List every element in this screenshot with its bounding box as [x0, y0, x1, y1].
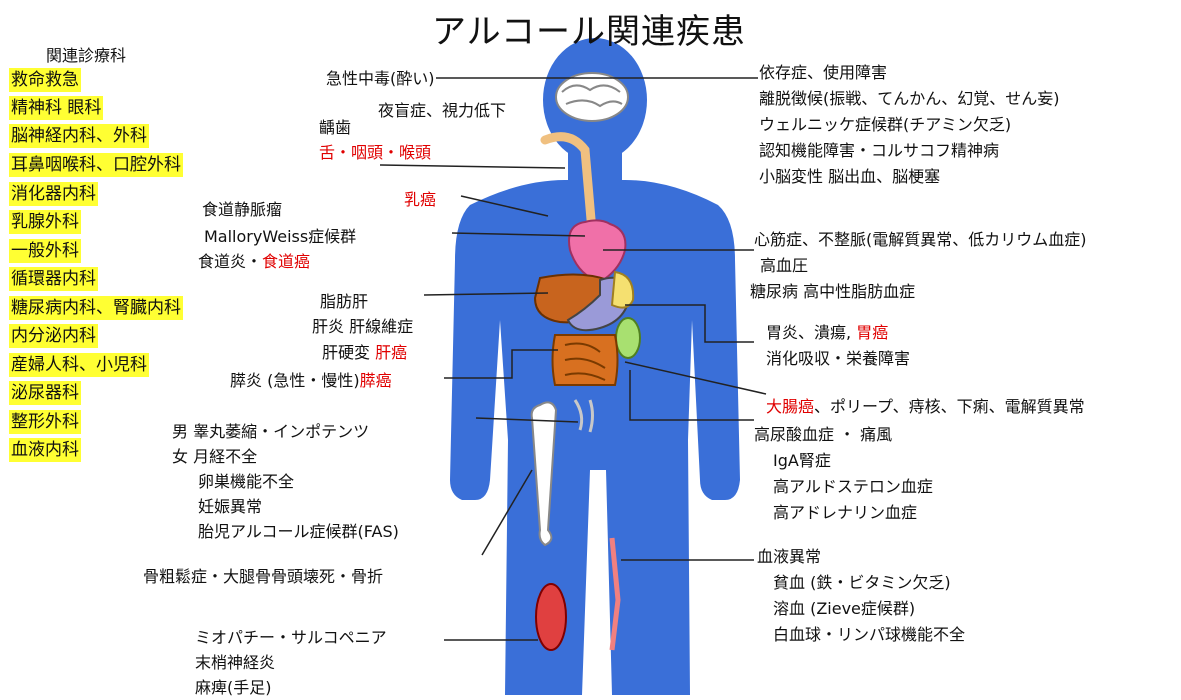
label-muscle1: ミオパチー・サルコペニア: [195, 626, 387, 650]
brain-icon: [556, 73, 628, 121]
label-pancreas: 膵炎 (急性・慢性)膵癌: [230, 369, 392, 393]
label-stomach-text: 胃炎、潰瘍,: [766, 323, 856, 342]
page-title: アルコール関連疾患: [432, 4, 746, 53]
department-item: 糖尿病内科、腎臓内科: [9, 296, 183, 320]
label-blood: 白血球・リンパ球機能不全: [773, 622, 965, 648]
label-eso3: 食道炎・食道癌: [198, 250, 310, 274]
label-colon-text: 、ポリープ、痔核、下痢、電解質異常: [814, 397, 1085, 416]
label-blood: 溶血 (Zieve症候群): [773, 596, 915, 622]
muscle-icon: [536, 584, 566, 650]
label-male: 男 睾丸萎縮・インポテンツ: [172, 420, 369, 444]
label-muscle2: 末梢神経炎: [195, 651, 275, 675]
department-item: 整形外科: [9, 410, 81, 434]
label-bone: 骨粗鬆症・大腿骨骨頭壊死・骨折: [143, 565, 383, 589]
label-ovary: 卵巣機能不全: [198, 470, 294, 494]
department-item: 一般外科: [9, 239, 81, 263]
label-liver3-text: 肝硬変: [322, 343, 375, 362]
department-item: 内分泌内科: [9, 324, 98, 348]
label-brain: 小脳変性 脳出血、脳梗塞: [759, 164, 940, 190]
label-liver1: 脂肪肝: [320, 290, 368, 314]
label-liver2: 肝炎 肝線維症: [312, 315, 413, 339]
label-kidney: IgA腎症: [773, 448, 831, 474]
department-item: 耳鼻咽喉科、口腔外科: [9, 153, 183, 177]
label-liver3: 肝硬変 肝癌: [322, 341, 407, 365]
label-brain: ウェルニッケ症候群(チアミン欠乏): [759, 112, 1011, 138]
department-item: 脳神経内科、外科: [9, 124, 149, 148]
department-item: 循環器内科: [9, 267, 98, 291]
label-brain: 依存症、使用障害: [759, 60, 887, 86]
label-stomach-red: 胃癌: [856, 323, 888, 342]
label-kidney: 高尿酸血症 ・ 痛風: [754, 422, 892, 448]
label-stomach: 胃炎、潰瘍, 胃癌: [766, 320, 888, 346]
label-brain: 離脱徴候(振戦、てんかん、幻覚、せん妄): [759, 86, 1060, 112]
label-eso3-red: 食道癌: [262, 252, 310, 271]
label-night: 夜盲症、視力低下: [378, 99, 506, 123]
department-item: 乳腺外科: [9, 210, 81, 234]
label-kidney: 高アドレナリン血症: [773, 500, 917, 526]
department-item: 精神科 眼科: [9, 96, 103, 120]
label-pancreas-red: 膵癌: [360, 371, 392, 390]
label-colon: 大腸癌、ポリープ、痔核、下痢、電解質異常: [766, 394, 1085, 420]
label-preg: 妊娠異常: [198, 495, 262, 519]
department-item: 血液内科: [9, 438, 81, 462]
label-pancreas-text: 膵炎 (急性・慢性): [230, 371, 360, 390]
label-kidney: 高アルドステロン血症: [773, 474, 933, 500]
label-heart: 高血圧: [760, 253, 808, 279]
label-liver3-red: 肝癌: [375, 343, 407, 362]
departments-heading: 関連診療科: [46, 42, 126, 66]
label-eso1: 食道静脈瘤: [202, 198, 282, 222]
label-muscle3: 麻痺(手足): [195, 676, 272, 700]
label-tongue: 舌・咽頭・喉頭: [319, 141, 431, 165]
label-blood: 血液異常: [757, 544, 821, 570]
label-caries: 齲歯: [319, 116, 351, 140]
department-item: 産婦人科、小児科: [9, 353, 149, 377]
label-colon-red: 大腸癌: [766, 397, 814, 416]
label-eso2: MalloryWeiss症候群: [204, 225, 356, 249]
spleen-icon: [616, 318, 640, 358]
department-item: 消化器内科: [9, 182, 98, 206]
label-eso3-text: 食道炎・: [198, 252, 262, 271]
department-item: 泌尿器科: [9, 381, 81, 405]
label-breast: 乳癌: [404, 188, 436, 212]
label-stomach2: 消化吸収・栄養障害: [766, 346, 910, 372]
label-heart: 糖尿病 高中性脂肪血症: [750, 279, 915, 305]
department-item: 救命救急: [9, 68, 81, 92]
label-female: 女 月経不全: [172, 445, 257, 469]
label-fas: 胎児アルコール症候群(FAS): [198, 520, 399, 544]
label-heart: 心筋症、不整脈(電解質異常、低カリウム血症): [754, 227, 1087, 253]
label-brain: 認知機能障害・コルサコフ精神病: [759, 138, 999, 164]
label-acute: 急性中毒(酔い): [326, 67, 435, 91]
label-blood: 貧血 (鉄・ビタミン欠乏): [773, 570, 951, 596]
